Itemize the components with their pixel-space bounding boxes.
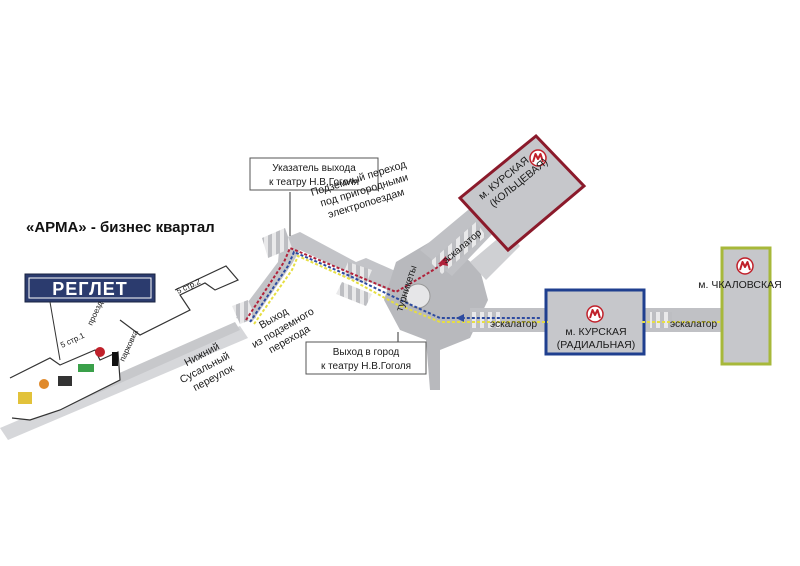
label-building-5-2: 5 стр.2 [175, 277, 202, 296]
tenant-icon [112, 352, 118, 366]
label-parking: парковка [118, 328, 141, 363]
station-radialnaya-line1: м. КУРСКАЯ [565, 326, 626, 338]
route-yellow-line [253, 254, 548, 325]
arrow-red-icon [438, 256, 448, 266]
hub-pillar [405, 283, 431, 309]
underpass-corridor [236, 232, 420, 322]
station-chkalovskaya-line1: м. ЧКАЛОВСКАЯ [698, 279, 781, 291]
tenant-icon [58, 376, 72, 386]
callout-exit-sign-line2: к театру Н.В.Гоголя [269, 177, 359, 188]
stairs-exit-lane [232, 300, 256, 324]
lane-band [0, 326, 248, 440]
tenant-icon [39, 379, 49, 389]
metro-m-icon [586, 305, 604, 323]
label-driveway: проезд [86, 299, 105, 326]
label-escalator-chkalovskaya: эскалатор [670, 319, 717, 330]
logo-pointer [49, 301, 61, 361]
callout-city-exit-line1: Выход в город [333, 347, 400, 358]
station-koltsevaya-box [457, 133, 587, 253]
logo-text: РЕГЛЕТ [52, 279, 127, 299]
callout-exit-sign-box [249, 157, 379, 191]
callout-city-exit-box [305, 341, 427, 375]
metro-m-icon [529, 149, 547, 167]
metro-m-icon [736, 257, 754, 275]
callout-city-exit-line2: к театру Н.В.Гоголя [321, 361, 411, 372]
label-escalator-radialnaya: эскалатор [490, 319, 537, 330]
label-building-5-1: 5 стр.1 [59, 331, 86, 350]
stairs-platform-2 [336, 282, 372, 306]
reglet-logo: РЕГЛЕТ [24, 273, 156, 303]
page-title: «АРМА» - бизнес квартал [26, 219, 215, 236]
tenant-icon [18, 392, 32, 404]
route-red-line [245, 246, 453, 321]
route-blue-line [249, 250, 540, 323]
arrow-blue-icon [456, 314, 464, 322]
tenant-icon [95, 347, 105, 357]
tenant-icon [78, 364, 94, 372]
station-radialnaya-line2: (РАДИАЛЬНАЯ) [557, 339, 636, 351]
building-5-2-outline [119, 265, 239, 336]
central-hub [384, 236, 488, 390]
callout-exit-sign-line1: Указатель выхода [272, 163, 356, 174]
escalator-radialnaya-stripes [470, 312, 500, 328]
stairs-underpass [262, 228, 292, 258]
escalator-chkalovskaya-stripes [650, 312, 672, 328]
